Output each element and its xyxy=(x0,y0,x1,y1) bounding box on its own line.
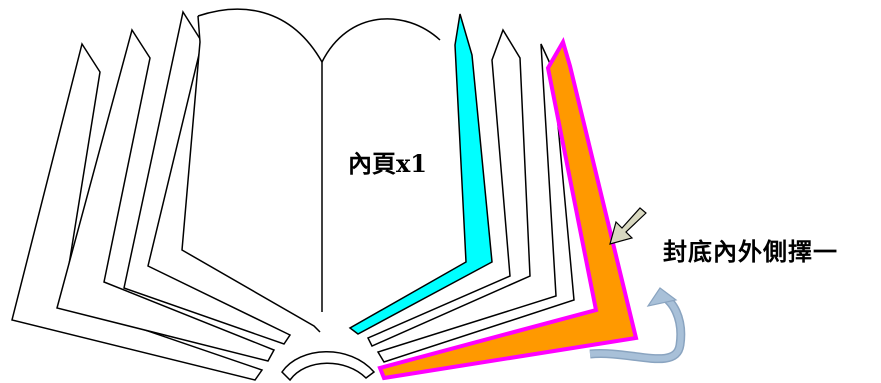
spine-bottom-arc xyxy=(281,351,376,382)
left-page-2 xyxy=(56,28,276,362)
left-page-inner xyxy=(181,15,321,333)
right-page-arch xyxy=(321,18,441,63)
left-page-arch xyxy=(197,8,323,63)
back-cover-label: 封底內外側擇一 xyxy=(663,237,838,266)
back-cover xyxy=(377,36,639,381)
curved-flip-arrow-icon xyxy=(589,287,686,364)
inner-pages-label: 內頁x1 xyxy=(348,149,428,178)
right-page-2 xyxy=(366,28,531,347)
pointer-arrow-icon xyxy=(609,207,647,245)
left-page-1 xyxy=(11,42,264,381)
highlighted-inner-page xyxy=(348,13,493,335)
